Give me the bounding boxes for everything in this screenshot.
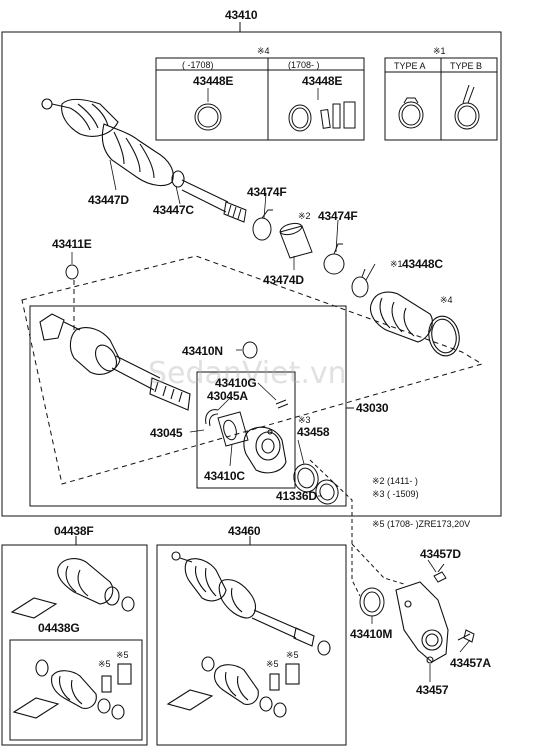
label-43410N: 43410N <box>182 344 223 358</box>
inner-joint-housing-icon <box>39 313 191 411</box>
label-43045: 43045 <box>150 426 183 440</box>
mark-5-g-b: ※5 <box>116 650 129 660</box>
note-3: ※3 ( -1509) <box>372 489 419 499</box>
subgroup-43045-box <box>196 371 296 489</box>
mark-4-header: ※4 <box>257 46 270 56</box>
clamp-type-a-icon <box>398 97 424 129</box>
clamp-kit-icon <box>288 101 356 132</box>
drive-shaft-43460-icon <box>171 551 331 656</box>
watermark: SedanViet.vn <box>148 356 347 391</box>
label-04438F: 04438F <box>54 524 94 538</box>
label-43448E-a: 43448E <box>193 74 234 88</box>
mark-4-boot: ※4 <box>440 295 453 305</box>
label-43030: 43030 <box>356 401 389 415</box>
snap-ring-43411E-icon <box>65 264 79 280</box>
label-43474D: 43474D <box>263 273 304 287</box>
clamp-43448C-icon <box>351 268 369 298</box>
label-43457D: 43457D <box>420 547 461 561</box>
boot-kit-43460-icon <box>166 656 300 718</box>
mark-2: ※2 <box>298 211 311 221</box>
label-43410G: 43410G <box>215 376 257 390</box>
clamp-43474F-b-icon <box>323 243 345 275</box>
note-2: ※2 (1411- ) <box>372 476 418 486</box>
roller-43410G-icon <box>275 399 289 409</box>
label-43457: 43457 <box>416 683 449 697</box>
bearing-43410M-icon <box>359 587 385 617</box>
outer-shaft-icon <box>181 179 247 223</box>
label-43447D: 43447D <box>88 193 129 207</box>
label-43045A: 43045A <box>207 389 248 403</box>
clamp-table-1 <box>384 57 498 141</box>
label-43474F-a: 43474F <box>247 185 287 199</box>
mark-3-43458: ※3 <box>298 415 311 425</box>
label-43460: 43460 <box>228 524 261 538</box>
label-43474F-b: 43474F <box>318 209 358 223</box>
bracket-43457-icon <box>395 581 449 664</box>
clamp-43474F-icon <box>252 209 273 241</box>
mark-1-header: ※1 <box>433 46 446 56</box>
bolt-43457D-icon <box>433 563 447 583</box>
type-a-label: TYPE A <box>394 61 426 71</box>
snap-ring-43410N-icon <box>242 341 258 359</box>
label-43448E-b: 43448E <box>302 74 343 88</box>
boot-kit-f-icon <box>10 558 135 619</box>
label-43448C: 43448C <box>402 257 443 271</box>
label-41336D: 41336D <box>276 489 317 503</box>
inner-joint-box <box>29 305 354 507</box>
label-43447C: 43447C <box>153 203 194 217</box>
label-04438G: 04438G <box>38 621 80 635</box>
mark-5-h-b: ※5 <box>286 650 299 660</box>
outer-cv-joint-icon <box>41 98 185 188</box>
clamp-ring-icon <box>194 103 222 131</box>
bearing-43410C-icon <box>243 426 287 474</box>
bolt-43457A-icon <box>457 629 475 643</box>
clamp-table-4 <box>155 57 365 141</box>
table-col-2: (1708- ) <box>288 60 320 70</box>
main-assembly-frame <box>1 22 502 517</box>
damper-43474D-icon <box>279 222 313 259</box>
type-b-label: TYPE B <box>450 61 483 71</box>
note-5: ※5 (1708- )ZRE173,20V <box>372 519 471 529</box>
boot-kit-g-icon <box>12 659 132 720</box>
label-43411E: 43411E <box>52 237 92 251</box>
mark-1-43448C: ※1 <box>390 259 403 269</box>
boot-icon <box>369 291 460 357</box>
label-43410C: 43410C <box>204 469 245 483</box>
mark-5-g-a: ※5 <box>98 659 111 669</box>
mark-5-h-a: ※5 <box>266 659 279 669</box>
seal-43458-icon <box>293 463 319 493</box>
label-43410M: 43410M <box>350 627 393 641</box>
spider-43045-icon <box>217 411 249 447</box>
clamp-type-b-icon <box>454 84 480 130</box>
seal-41336D-icon <box>315 479 339 505</box>
snap-ring-43045A-icon <box>205 409 219 427</box>
shaft-box-43460 <box>156 536 347 746</box>
label-43457A: 43457A <box>450 656 491 670</box>
dashed-leader <box>309 459 405 597</box>
label-43410: 43410 <box>225 8 258 22</box>
leader-lines <box>71 88 471 682</box>
label-43458: 43458 <box>297 425 330 439</box>
kit-box-04438F <box>1 536 148 746</box>
table-col-1: ( -1708) <box>182 60 214 70</box>
